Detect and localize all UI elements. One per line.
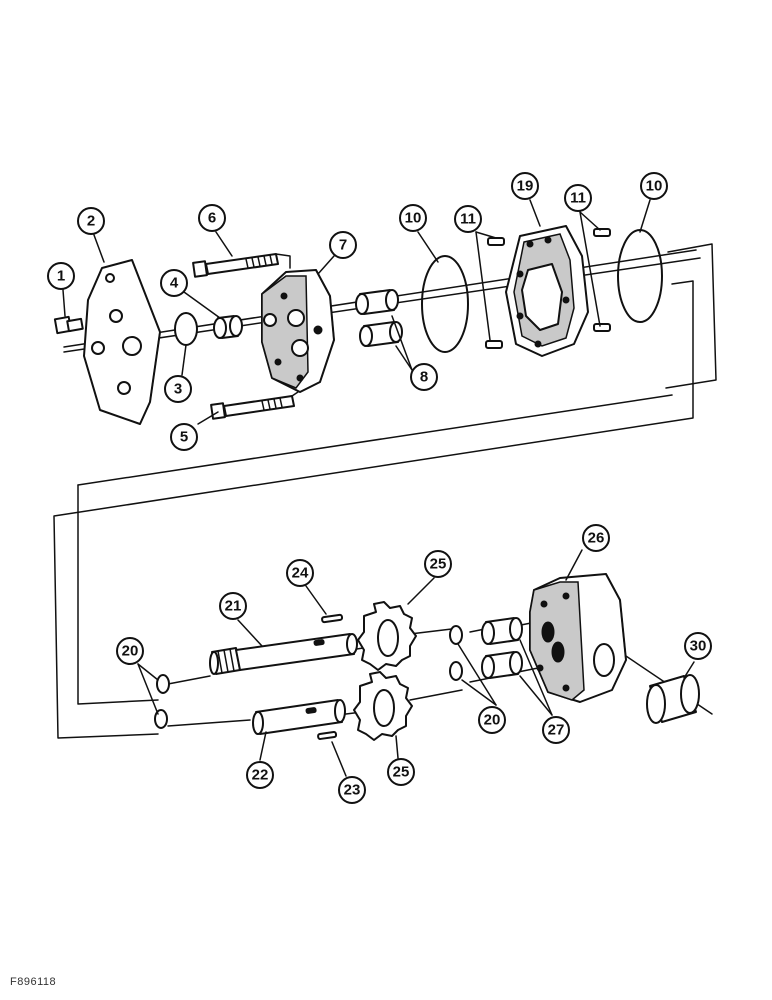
key-part-24: [321, 613, 344, 624]
svg-text:30: 30: [690, 638, 707, 655]
dowel-pins-part-11-right: [593, 228, 611, 332]
svg-text:25: 25: [430, 556, 447, 573]
svg-text:19: 19: [517, 178, 534, 195]
callout-10-right: 10: [640, 172, 668, 200]
svg-text:11: 11: [570, 190, 586, 207]
sleeve-part-30: [646, 674, 700, 724]
gear-part-25-upper: [357, 601, 417, 671]
gear-part-25-lower: [353, 671, 413, 741]
callout-20-left: 20: [116, 637, 144, 665]
callout-10-left: 10: [399, 204, 427, 232]
dowel-pins-part-11-left: [485, 237, 505, 349]
cover-housing-part-7: [261, 269, 335, 393]
svg-text:6: 6: [208, 210, 216, 227]
callout-7: 7: [329, 231, 357, 259]
callout-5: 5: [170, 423, 198, 451]
washers-part-20-left: [154, 674, 170, 729]
svg-text:21: 21: [225, 598, 242, 615]
bushings-part-27: [481, 617, 523, 679]
callout-11-left: 11: [454, 205, 482, 233]
bushings-part-8: [355, 289, 403, 347]
svg-text:10: 10: [405, 210, 422, 227]
svg-text:3: 3: [174, 381, 182, 398]
bushing-part-4: [213, 315, 243, 339]
leader-lines: [62, 199, 695, 777]
drive-shaft-part-21: [209, 633, 358, 675]
callout-22: 22: [246, 761, 274, 789]
svg-text:27: 27: [548, 722, 565, 739]
end-housing-part-26: [529, 573, 627, 703]
callout-24: 24: [286, 559, 314, 587]
callout-25-lower: 25: [387, 758, 415, 786]
o-ring-part-10-right: [617, 229, 663, 323]
callout-20-right: 20: [478, 706, 506, 734]
key-part-23: [317, 731, 338, 740]
svg-text:4: 4: [170, 275, 179, 292]
svg-text:20: 20: [122, 643, 139, 660]
svg-text:2: 2: [87, 213, 95, 230]
callout-11-right: 11: [564, 184, 592, 212]
o-ring-part-10-left: [421, 255, 469, 353]
callout-25-upper: 25: [424, 550, 452, 578]
flange-plate-part-2: [83, 259, 161, 425]
callout-4: 4: [160, 269, 188, 297]
svg-text:10: 10: [646, 178, 663, 195]
washers-part-20-right: [449, 625, 463, 681]
svg-text:23: 23: [344, 782, 361, 799]
svg-text:1: 1: [57, 268, 65, 285]
svg-text:26: 26: [588, 530, 605, 547]
svg-text:22: 22: [252, 767, 269, 784]
callout-26: 26: [582, 524, 610, 552]
svg-text:7: 7: [339, 237, 347, 254]
long-bolt-part-5: [210, 379, 299, 420]
callout-19: 19: [511, 172, 539, 200]
svg-text:11: 11: [460, 211, 476, 228]
callout-8: 8: [410, 363, 438, 391]
figure-id: F896118: [10, 976, 57, 988]
long-bolt-part-6: [192, 253, 291, 278]
callout-3: 3: [164, 375, 192, 403]
svg-text:8: 8: [420, 369, 428, 386]
callout-30: 30: [684, 632, 712, 660]
callout-27: 27: [542, 716, 570, 744]
callout-21: 21: [219, 592, 247, 620]
o-ring-part-3: [174, 312, 198, 346]
callout-6: 6: [198, 204, 226, 232]
gear-housing-part-19: [505, 225, 589, 357]
svg-text:25: 25: [393, 764, 410, 781]
assembly-lines: [53, 243, 717, 739]
callout-2: 2: [77, 207, 105, 235]
bolt-part-1: [53, 315, 84, 335]
callout-1: 1: [47, 262, 75, 290]
idler-shaft-part-22: [252, 699, 346, 735]
callout-23: 23: [338, 776, 366, 804]
svg-text:20: 20: [484, 712, 501, 729]
svg-text:24: 24: [292, 565, 309, 582]
svg-text:5: 5: [180, 429, 188, 446]
